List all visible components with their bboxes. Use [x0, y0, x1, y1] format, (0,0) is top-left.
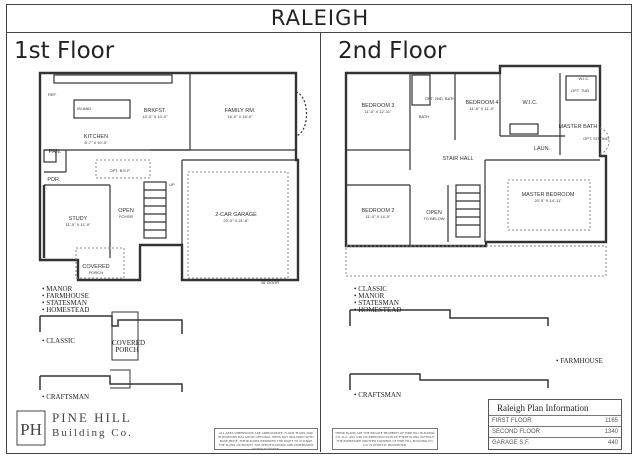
room2-label-w-i-c: W.I.C.: [523, 100, 538, 106]
elevation-item: • STATESMAN: [42, 299, 87, 307]
brand-name-line1: PINE HILL: [52, 410, 132, 425]
room-dims-open: FOYER: [119, 214, 133, 219]
elevation-item: • HOMESTEAD: [42, 306, 90, 314]
island-note: ISLAND: [77, 106, 92, 111]
brand-name-line2: Building Co.: [52, 427, 133, 439]
stair-up-note: UP: [169, 182, 175, 187]
disclaimer-copyright: THESE PLANS ARE THE PRIVATE PROPERTY OF …: [332, 428, 438, 450]
opt-sitting-note: OPT. SITTING: [583, 136, 609, 141]
room-dims-kitchen: 8'-7" X 10'-0": [84, 140, 108, 145]
first-floor-alt-elevations: [39, 311, 183, 392]
room2-dims-bedroom-3: 11'-0" X 12'-11": [365, 109, 392, 114]
classic-porch-label: COVERED PORCH: [112, 339, 146, 354]
room2-dims-bedroom-2: 11'-0" X 14'-0": [366, 214, 392, 219]
opt-bedroom-note: OPT. B.E.P.: [110, 168, 131, 173]
elevation-item: • HOMESTEAD: [354, 306, 402, 314]
room2-label-laun: LAUN.: [534, 146, 551, 152]
room-label-study: STUDY: [69, 216, 88, 222]
ref-note: REF.: [48, 92, 57, 97]
monogram-icon: PH: [16, 410, 46, 446]
plan-information-title: Raleigh Plan Information: [497, 403, 589, 413]
plan-title: RALEIGH: [270, 6, 370, 30]
opt-tub-note: OPT. TUB: [571, 88, 589, 93]
room2-dims-bedroom-4: 11'-6" X 11'-0": [470, 106, 495, 111]
center-divider: [320, 32, 321, 452]
craftsman-elevation-label: • CRAFTSMAN: [42, 393, 89, 401]
title-divider: [6, 32, 632, 33]
room2-label-bedroom-4: BEDROOM 4: [465, 100, 498, 106]
first-floor-heading: 1st Floor: [14, 38, 115, 64]
room-dims-2-car-garage: 20'-0" X 21'-8": [223, 218, 249, 223]
room-label-family-rm: FAMILY RM.: [225, 108, 256, 114]
room2-label-stair-hall: STAIR HALL: [442, 156, 473, 162]
bath-note: BATH: [419, 114, 429, 119]
room-dims-brkfst: 10'-0" X 10'-0": [142, 114, 168, 119]
room-dims-covered: PORCH: [89, 270, 104, 275]
plan-info-row: GARAGE S.F.440: [489, 437, 621, 448]
room-label-open: OPEN: [118, 208, 134, 214]
elevation-item: • STATESMAN: [354, 299, 399, 307]
room-dims-study: 11'-0" X 11'-9": [66, 222, 91, 227]
room-label-2-car-garage: 2-CAR GARAGE: [215, 212, 257, 218]
room-label-brkfst: BRKFST.: [144, 108, 167, 114]
room-label-covered: COVERED: [82, 264, 109, 270]
room-dims-family-rm: 16'-0" X 16'-0": [227, 114, 253, 119]
room-label-kitchen: KITCHEN: [84, 134, 108, 140]
sheet-border: [6, 4, 632, 454]
wic-note: W.I.C.: [579, 76, 590, 81]
farmhouse-elevation-label: • FARMHOUSE: [556, 357, 603, 365]
garage-door-note: 16' DOOR: [261, 280, 279, 285]
second-floor-elevation-list: • CLASSIC • MANOR • STATESMAN • HOMESTEA…: [354, 286, 401, 314]
classic-elevation-label: • CLASSIC: [42, 337, 75, 345]
elevation-item: • CLASSIC: [354, 285, 387, 293]
room2-dims-master-bedroom: 20'-0" X 14'-11": [534, 198, 562, 203]
room2-label-open: OPEN: [426, 210, 442, 216]
second-floor-alt-elevations: [349, 309, 549, 390]
room2-label-master-bath: MASTER BATH: [559, 124, 598, 130]
first-floor-elevation-list: • MANOR • FARMHOUSE • STATESMAN • HOMEST…: [42, 286, 89, 314]
elevation-item: • MANOR: [354, 292, 385, 300]
elevation-item: • MANOR: [42, 285, 73, 293]
monogram-text: PH: [20, 420, 42, 439]
room2-label-bedroom-3: BEDROOM 3: [361, 103, 394, 109]
room-label-pan: PAN.: [49, 149, 62, 155]
room-label-pdr: PDR.: [47, 177, 61, 183]
room2-label-bedroom-2: BEDROOM 2: [361, 208, 394, 214]
pine-hill-logo: PH PINE HILL Building Co.: [16, 410, 131, 450]
opt-bath-note: OPT. 2ND. BATH: [425, 96, 456, 101]
elevation-item: • FARMHOUSE: [42, 292, 89, 300]
room2-dims-open: TO BELOW: [423, 216, 444, 221]
room2-label-master-bedroom: MASTER BEDROOM: [522, 192, 575, 198]
disclaimer-dimensions: ALL AREA DIMENSIONS ARE APPROXIMATE. FLO…: [214, 428, 318, 450]
craftsman-elevation-label-2: • CRAFTSMAN: [354, 391, 401, 399]
second-floor-heading: 2nd Floor: [338, 38, 447, 64]
